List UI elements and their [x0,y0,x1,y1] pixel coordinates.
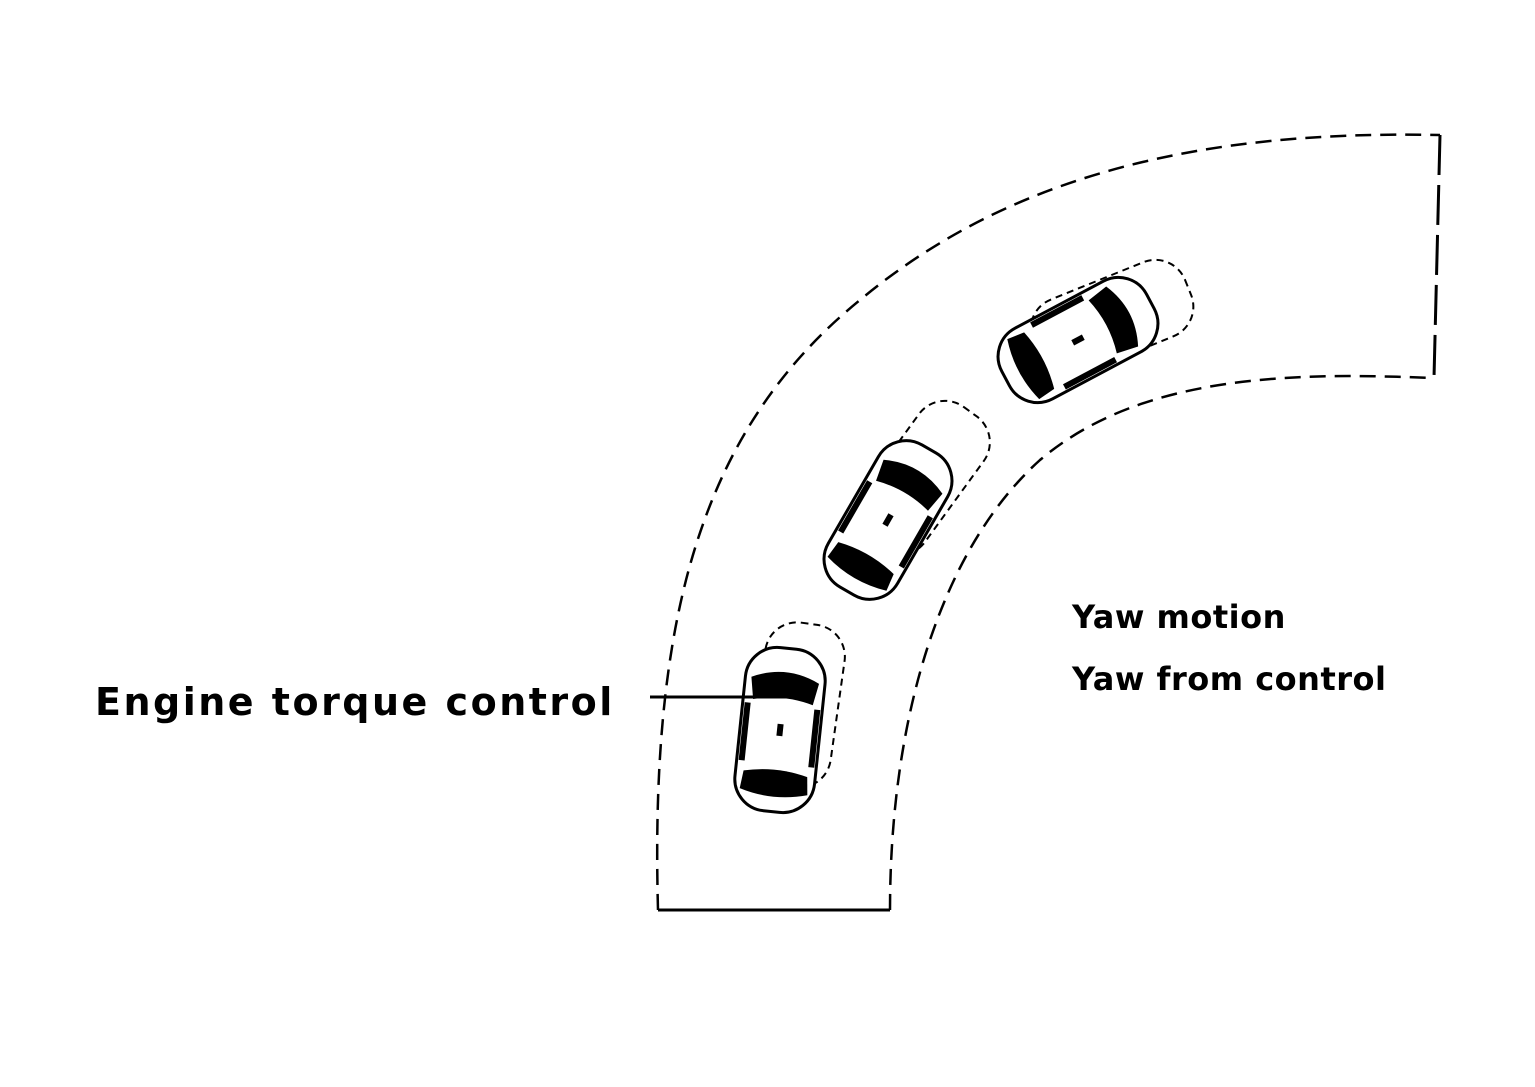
vehicle-1 [730,617,851,818]
road [655,133,1442,912]
yaw-from-control-label: Yaw from control [1071,660,1386,698]
road-outer-edge [655,133,1441,911]
yaw-motion-label: Yaw motion [1071,598,1286,636]
vehicle-3 [985,249,1205,416]
vehicle-1-car-icon [730,642,830,818]
road-end-edge [1432,134,1442,379]
engine-torque-control-label: Engine torque control [95,680,615,724]
vehicle-2-car-icon [810,427,966,613]
vehicle-2 [810,387,1004,613]
road-inner-edge [888,374,1433,911]
